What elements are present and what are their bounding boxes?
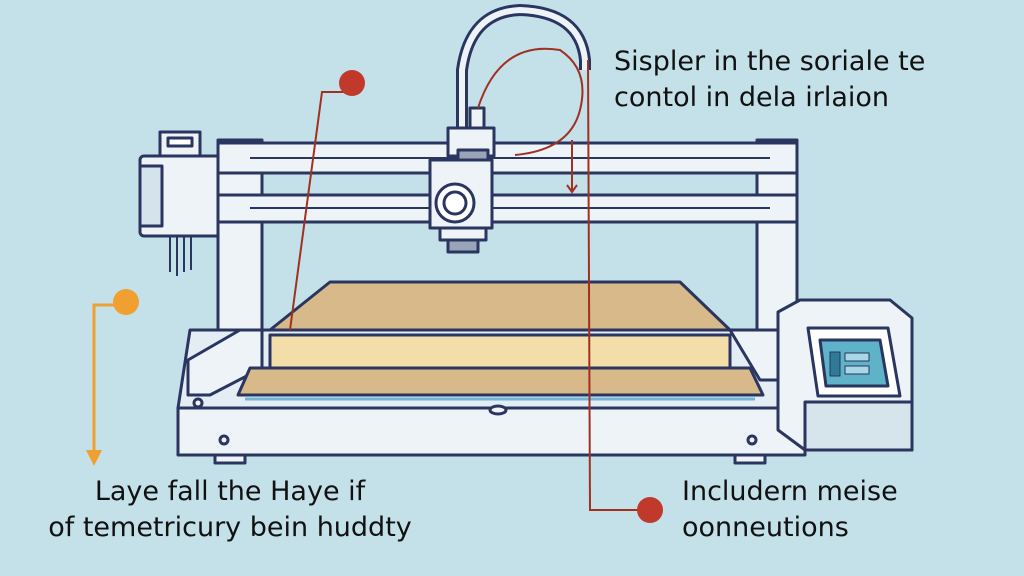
annotation-top-right: Sispler in the soriale te contol in dela… [614,44,925,116]
annotation-line: Laye fall the Haye if [94,476,366,507]
annotation-line: oonneutions [682,512,849,543]
stepper-motor [138,130,222,276]
red-callout-top [289,70,365,331]
printer-base [176,406,807,457]
red-callout-bottom [477,47,663,523]
annotation-bottom-right: Includern meise oonneutions [682,474,898,546]
bed-top-layer [268,280,732,332]
orange-callout [86,289,139,466]
bed-middle-layer [268,333,732,370]
control-panel [776,298,914,452]
annotation-bottom-left: Laye fall the Haye if of temetricury bei… [10,474,450,546]
annotation-line: of temetricury bein huddty [48,512,412,543]
annotation-line: Includern meise [682,476,898,507]
print-head [428,106,496,254]
annotation-line: contol in dela irlaion [614,82,890,113]
bed-bottom-layer [236,366,765,397]
annotation-line: Sispler in the soriale te [614,46,926,77]
